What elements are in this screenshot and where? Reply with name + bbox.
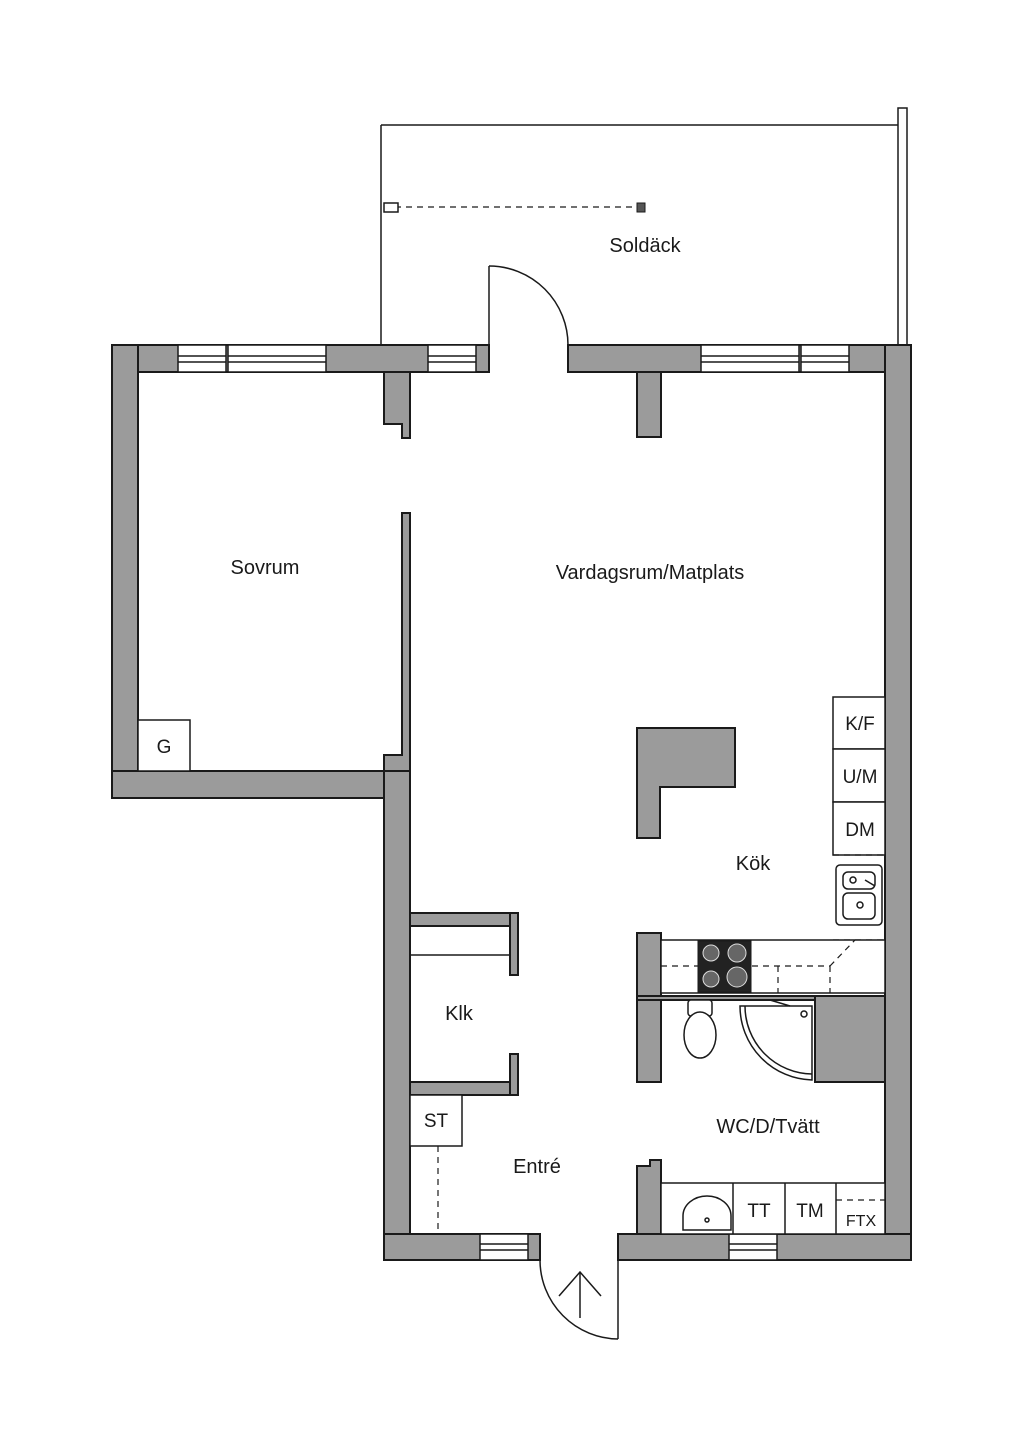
washer-label: TM — [796, 1201, 823, 1222]
kitchen-appliances — [832, 696, 886, 941]
dishwasher-label: DM — [845, 820, 875, 841]
shower-icon — [739, 999, 813, 1081]
room-label-entrance: Entré — [513, 1156, 561, 1178]
entrance-door — [539, 1259, 619, 1340]
room-label-terrace: Soldäck — [609, 235, 681, 257]
fridge-freezer-label: K/F — [845, 714, 875, 735]
storage-label: ST — [424, 1111, 449, 1132]
entrance-arrow-icon — [558, 1270, 602, 1318]
room-label-closet: Klk — [445, 1003, 474, 1025]
wardrobe-label: G — [157, 737, 172, 758]
dryer-label: TT — [747, 1201, 771, 1222]
wardrobe-box — [137, 719, 191, 772]
room-label-bathroom: WC/D/Tvätt — [716, 1116, 820, 1138]
room-label-bedroom: Sovrum — [231, 557, 300, 579]
toilet-icon — [683, 999, 717, 1059]
kitchen-counter — [660, 939, 886, 994]
terrace-outline — [380, 107, 908, 346]
room-label-kitchen: Kök — [736, 853, 771, 875]
bathroom-counter — [660, 1182, 886, 1235]
terrace-door — [488, 265, 569, 346]
interior-walls — [383, 371, 886, 1235]
windows — [177, 344, 850, 1261]
oven-microwave-label: U/M — [843, 767, 878, 788]
stove-icon — [697, 940, 752, 993]
room-label-living: Vardagsrum/Matplats — [556, 562, 745, 584]
sink-icon — [682, 1195, 732, 1231]
ventilation-label: FTX — [846, 1213, 877, 1230]
storage-box — [409, 1094, 463, 1147]
